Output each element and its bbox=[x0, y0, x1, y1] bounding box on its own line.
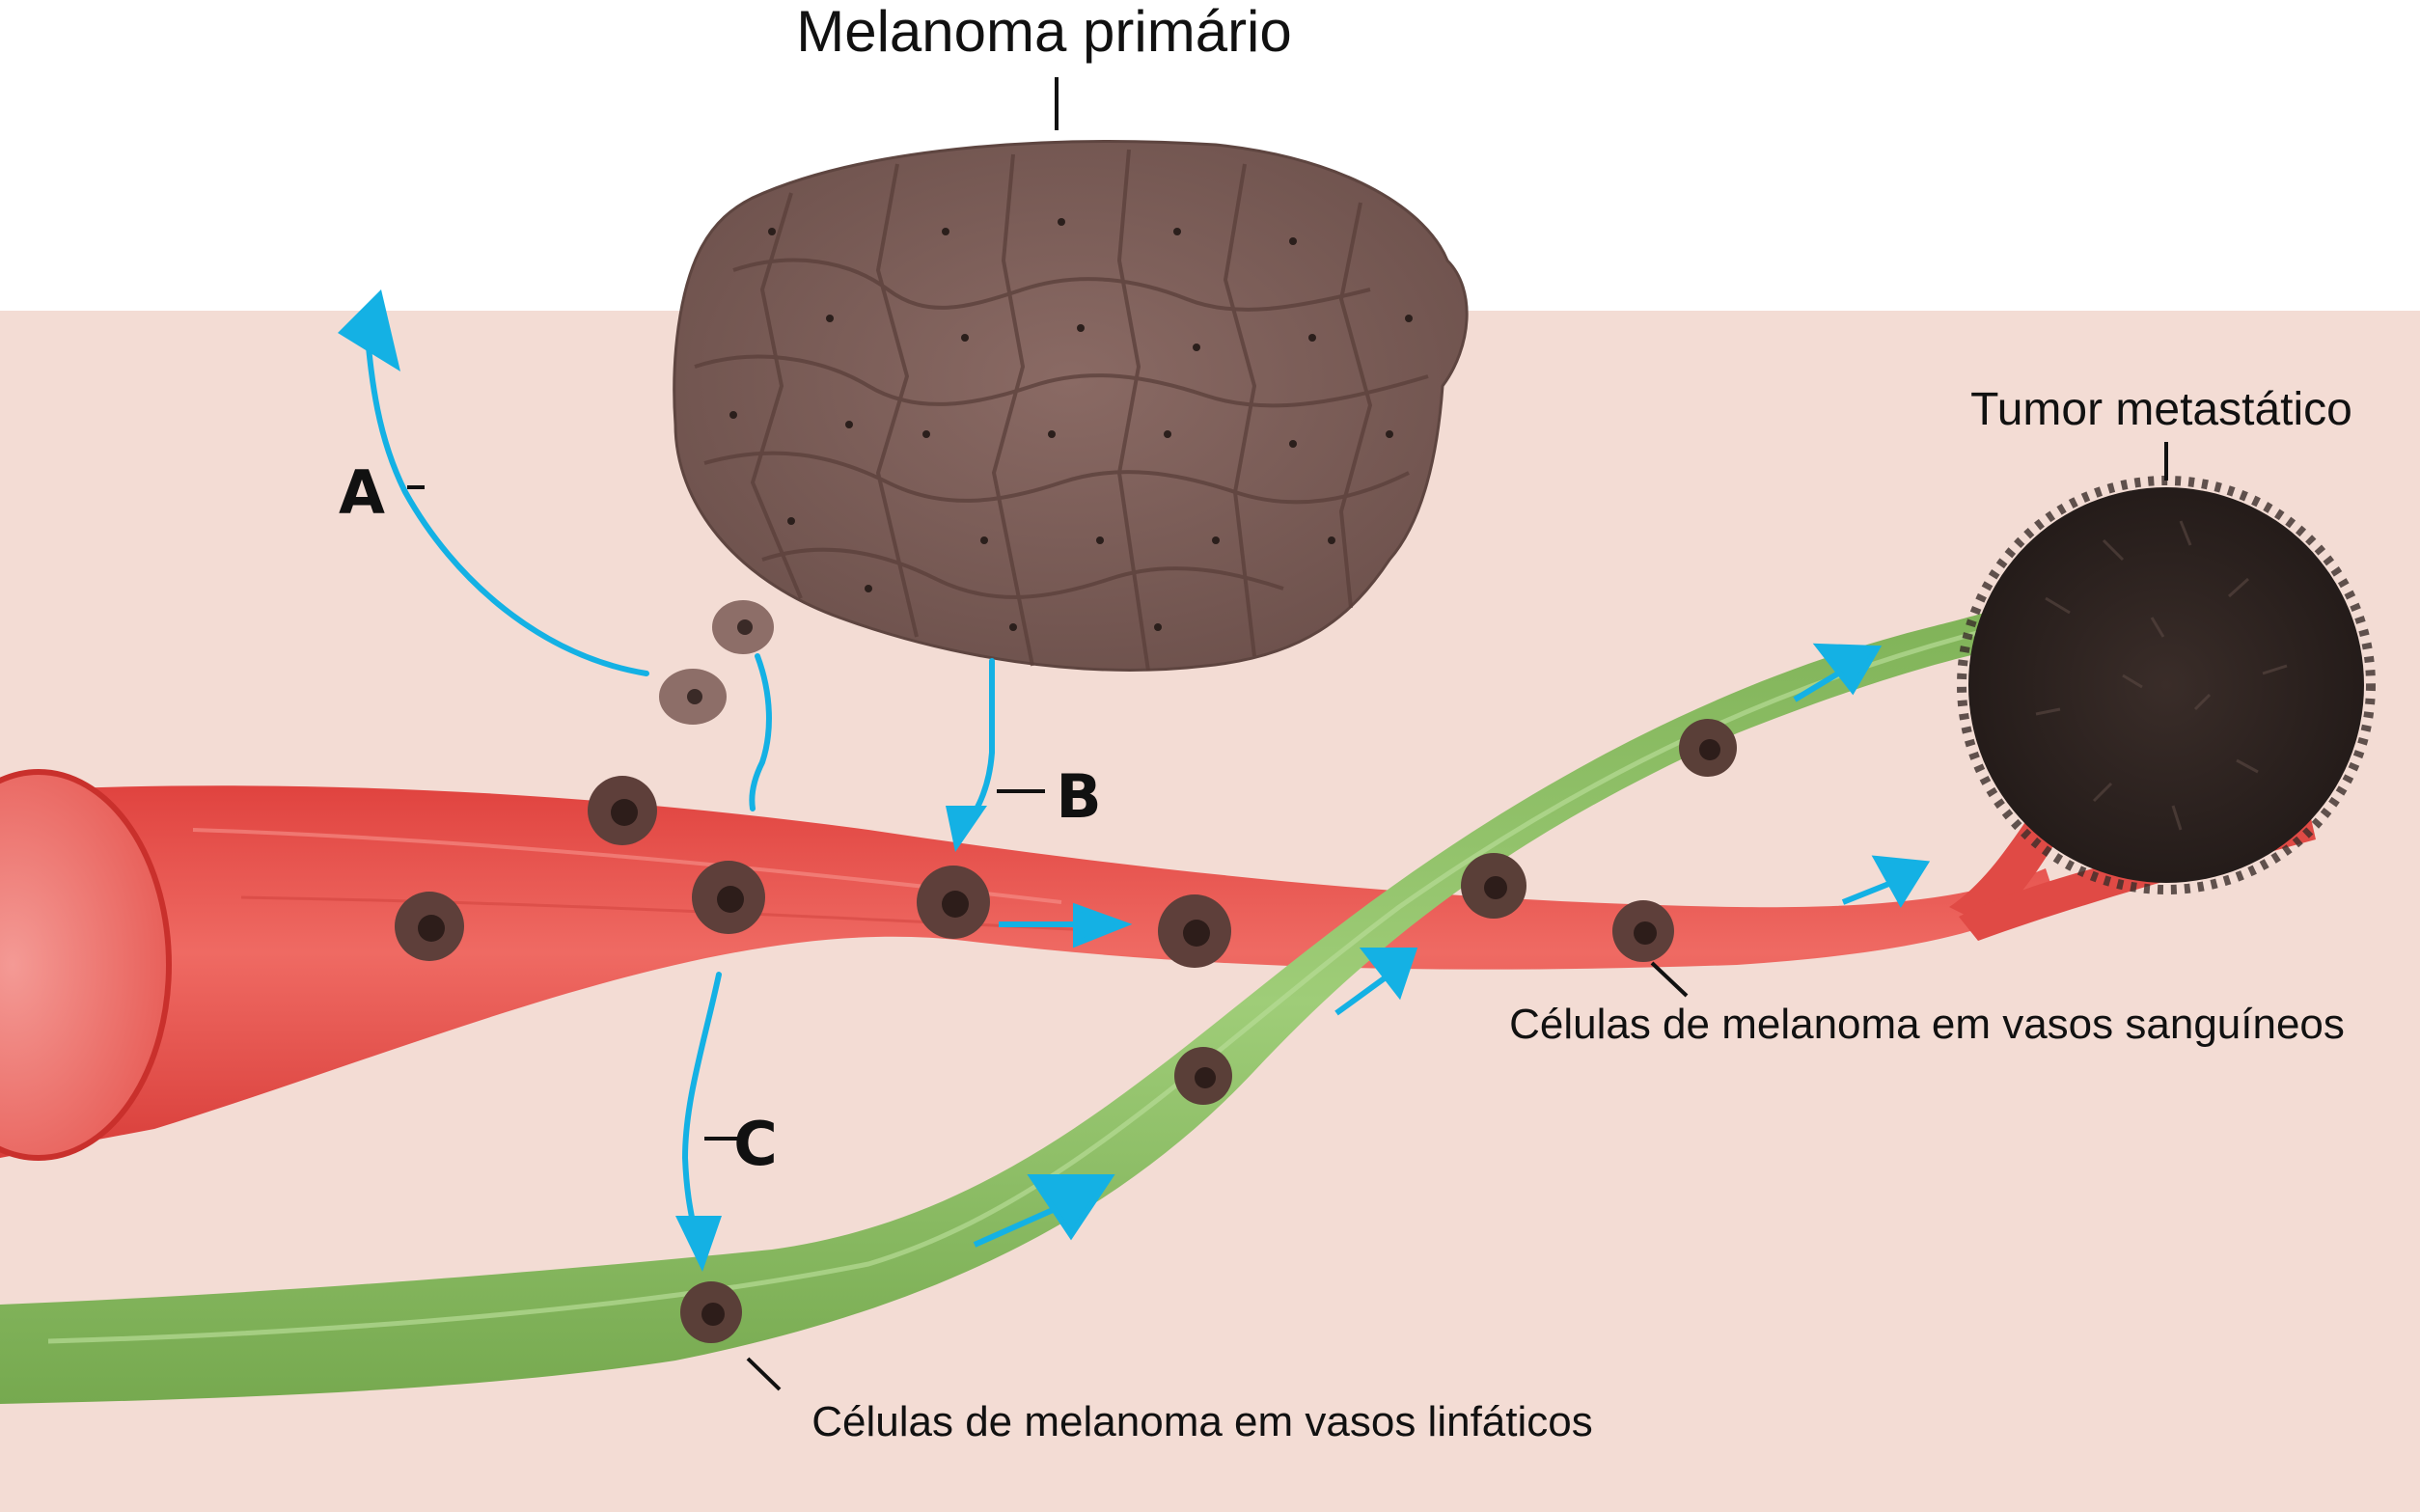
route-c-label: C bbox=[733, 1109, 778, 1179]
route-b-label: B bbox=[1056, 761, 1101, 832]
vessel-lumen bbox=[0, 769, 172, 1161]
flow-arrows bbox=[973, 643, 1931, 1248]
primary-tumor-label: Melanoma primário bbox=[796, 0, 1292, 64]
route-c-arrowhead bbox=[675, 1216, 722, 1272]
blood-vessel-cells bbox=[395, 776, 1674, 968]
lymph-vessel-cells-label: Células de melanoma em vasos linfáticos bbox=[811, 1398, 1593, 1445]
escaping-cells bbox=[659, 600, 774, 725]
lymph-vessel-cells bbox=[680, 719, 1737, 1343]
primary-melanoma bbox=[673, 140, 1469, 672]
tumor-cell-nuclei bbox=[729, 218, 1413, 631]
route-b-arrowhead bbox=[946, 806, 987, 852]
blood-vessel-cells-label: Células de melanoma em vasos sanguíneos bbox=[1509, 1001, 2345, 1048]
metastatic-tumor-label: Tumor metastático bbox=[1970, 384, 2352, 435]
route-a-arrowhead bbox=[338, 289, 400, 371]
tumor-cell-pattern bbox=[694, 149, 1429, 672]
entry-curve bbox=[749, 653, 772, 811]
leader-lines bbox=[407, 77, 2168, 1391]
route-a-label: A bbox=[339, 457, 385, 528]
route-arrows bbox=[338, 289, 995, 1272]
route-a-arrow bbox=[364, 325, 649, 676]
